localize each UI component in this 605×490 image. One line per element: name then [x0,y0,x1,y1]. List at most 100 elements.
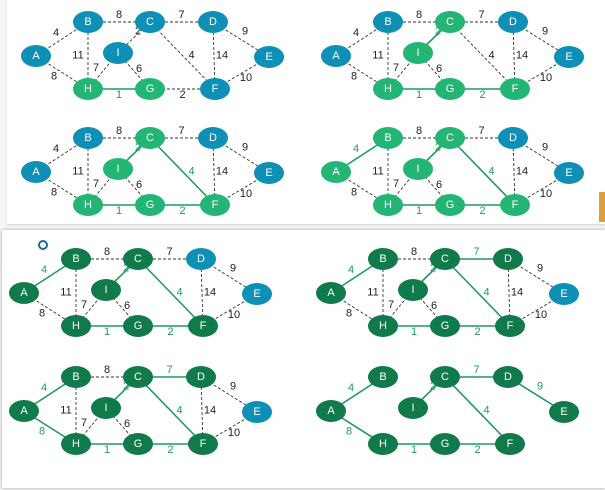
edge-weight-label: 11 [367,287,378,299]
node-c [123,366,153,388]
node-label: G [446,199,455,211]
edge-weight-label: 10 [240,72,252,84]
node-b [373,11,403,33]
edge-weight-label: 10 [240,188,252,200]
node-h [368,433,398,455]
edge-weight-label: 2 [435,26,441,38]
edge-weight-label: 8 [351,187,357,199]
node-label: B [84,16,91,28]
edge-weight-label: 11 [72,166,83,178]
node-a [9,282,39,304]
node-label: I [104,402,107,414]
node-label: H [379,438,387,450]
node-label: B [384,132,391,144]
node-label: E [253,288,260,300]
edge-weight-label: 4 [483,287,489,299]
edge-weight-label: 8 [351,71,357,83]
edge-weight-label: 7 [473,364,479,376]
node-label: F [507,320,514,332]
edge-weight-label: 9 [537,381,543,393]
edge-d-f [212,137,216,206]
edge-weight-label: 7 [473,246,479,258]
node-e [554,162,584,184]
edge-d-f [212,21,216,90]
node-label: A [327,405,335,417]
node-label: G [446,83,455,95]
edge-weight-label: 2 [135,26,141,38]
node-label: H [72,320,80,332]
edge-weight-label: 1 [104,444,110,456]
edge-weight-label: 9 [537,263,543,275]
node-g [435,78,465,100]
edge-c-f [444,258,511,327]
node-b [61,248,91,270]
edge-weight-label: 6 [136,179,142,191]
node-g [123,433,153,455]
edge-weight-label: 1 [411,444,417,456]
edge-d-f [200,376,204,445]
edge-weight-label: 1 [416,89,422,101]
edge-weight-label: 8 [116,125,122,137]
node-d [493,248,523,270]
edge-weight-label: 14 [511,287,523,299]
edge-weight-label: 2 [474,444,480,456]
edge-weight-label: 6 [136,63,142,75]
edge-weight-label: 7 [166,246,172,258]
edge-weight-label: 9 [242,142,248,154]
node-label: C [446,16,454,28]
edge-weight-label: 7 [93,178,99,190]
node-label: A [327,287,335,299]
node-d [498,11,528,33]
edge-d-f [512,137,516,206]
node-label: D [509,132,517,144]
edge-weight-label: 10 [535,309,547,321]
node-label: I [104,284,107,296]
edge-c-f [449,137,516,206]
node-a [21,161,51,183]
edge-weight-label: 14 [204,287,216,299]
node-label: I [116,163,119,175]
node-c [435,11,465,33]
node-label: F [200,320,207,332]
node-e [549,401,579,423]
node-label: B [379,253,386,265]
node-i [91,279,121,301]
node-label: E [565,167,572,179]
edge-weight-label: 4 [488,50,494,62]
node-label: B [84,132,91,144]
node-label: C [441,253,449,265]
edge-weight-label: 11 [72,50,83,62]
edge-weight-label: 8 [116,9,122,21]
node-c [430,248,460,270]
edge-weight-label: 7 [81,299,87,311]
edge-weight-label: 7 [393,178,399,190]
node-label: F [212,83,219,95]
node-label: A [32,166,40,178]
node-label: G [134,320,143,332]
edge-weight-label: 4 [41,382,47,394]
node-label: G [146,83,155,95]
node-label: E [265,51,272,63]
edge-weight-label: 8 [416,125,422,137]
edge-weight-label: 4 [53,143,59,155]
node-label: I [416,163,419,175]
node-label: E [560,406,567,418]
edge-c-f [137,258,204,327]
node-h [61,315,91,337]
node-label: C [134,253,142,265]
edge-weight-label: 10 [228,309,240,321]
node-e [242,283,272,305]
edge-weight-label: 2 [430,263,436,275]
node-a [9,400,39,422]
node-c [135,11,165,33]
node-g [135,194,165,216]
node-label: A [20,405,28,417]
node-b [368,248,398,270]
edge-weight-label: 4 [353,27,359,39]
edge-weight-label: 2 [474,326,480,338]
edge-weight-label: 2 [179,89,185,101]
edge-weight-label: 9 [230,263,236,275]
